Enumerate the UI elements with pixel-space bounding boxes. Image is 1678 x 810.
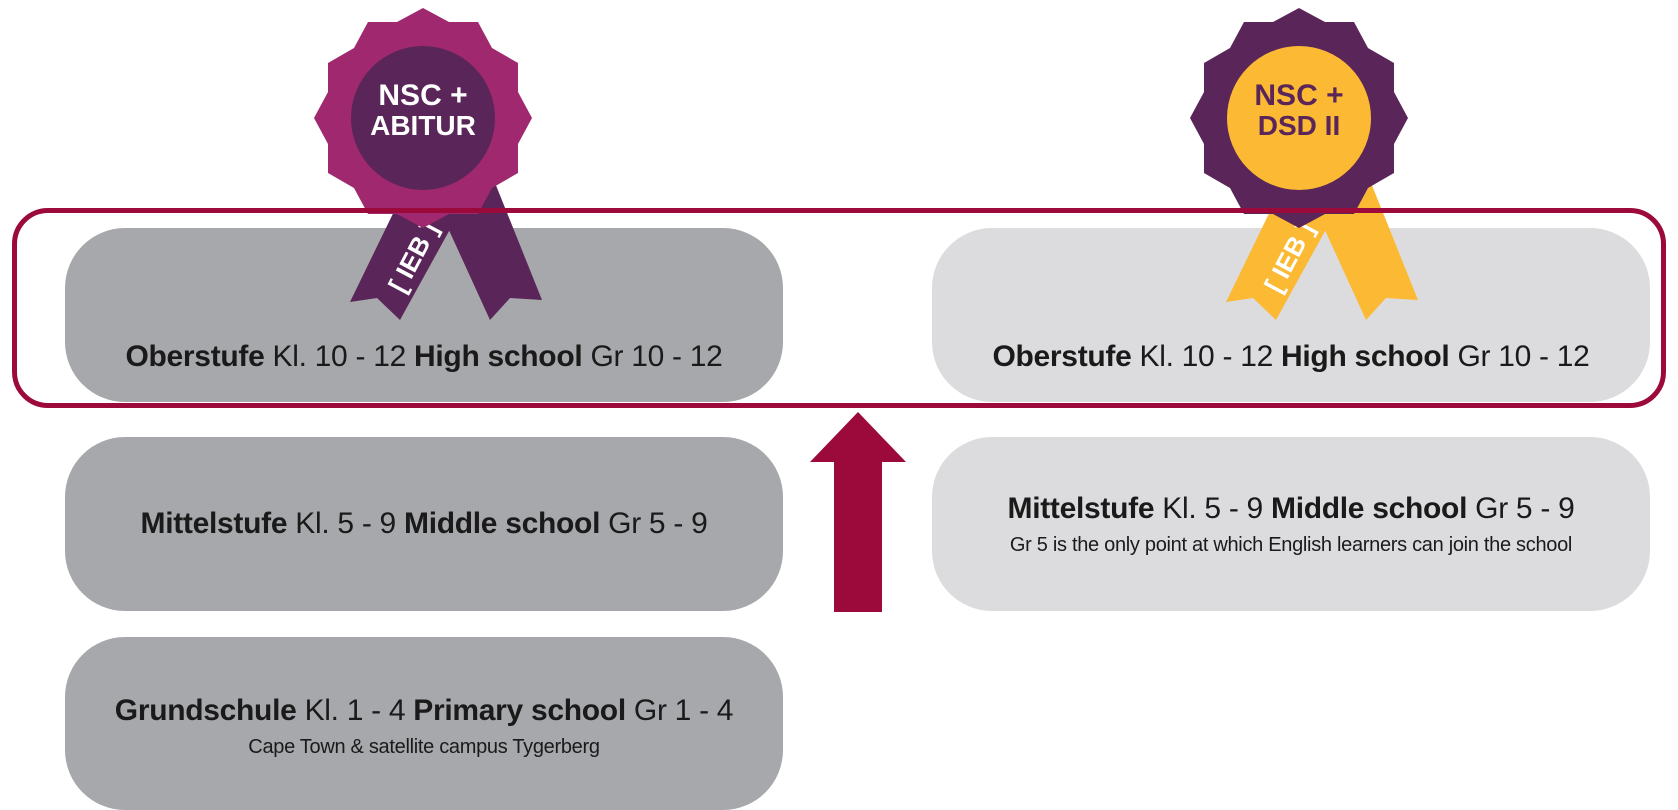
left-middle-school-box: Mittelstufe Kl. 5 - 9 Middle school Gr 5… (65, 437, 783, 611)
right-middle-school-label: Mittelstufe Kl. 5 - 9 Middle school Gr 5… (1007, 491, 1575, 525)
badge-title-line-2: ABITUR (370, 110, 476, 141)
badge-title-line-1: NSC + (1254, 79, 1343, 112)
badge-title-line-1: NSC + (378, 79, 467, 112)
primary-school-note: Cape Town & satellite campus Tygerberg (248, 736, 600, 758)
nsc-dsd-badge: [ IEB ] NSC + DSD II (1190, 8, 1418, 320)
up-arrow-icon (810, 412, 906, 612)
nsc-abitur-badge: [ IEB ] NSC + ABITUR (314, 8, 542, 320)
middle-school-entry-note: Gr 5 is the only point at which English … (1009, 533, 1573, 556)
left-middle-school-label: Mittelstufe Kl. 5 - 9 Middle school Gr 5… (140, 507, 708, 540)
badge-title-line-2: DSD II (1258, 110, 1340, 141)
left-high-school-label: Oberstufe Kl. 10 - 12 High school Gr 10 … (125, 340, 723, 373)
high-school-highlight-frame (12, 208, 1666, 408)
right-middle-school-box: Mittelstufe Kl. 5 - 9 Middle school Gr 5… (932, 437, 1650, 611)
right-high-school-label: Oberstufe Kl. 10 - 12 High school Gr 10 … (992, 340, 1590, 373)
badge-inner-disc (351, 46, 495, 190)
badge-inner-disc (1227, 46, 1371, 190)
left-primary-school-box: Grundschule Kl. 1 - 4 Primary school Gr … (65, 637, 783, 810)
left-primary-school-label: Grundschule Kl. 1 - 4 Primary school Gr … (114, 694, 734, 727)
